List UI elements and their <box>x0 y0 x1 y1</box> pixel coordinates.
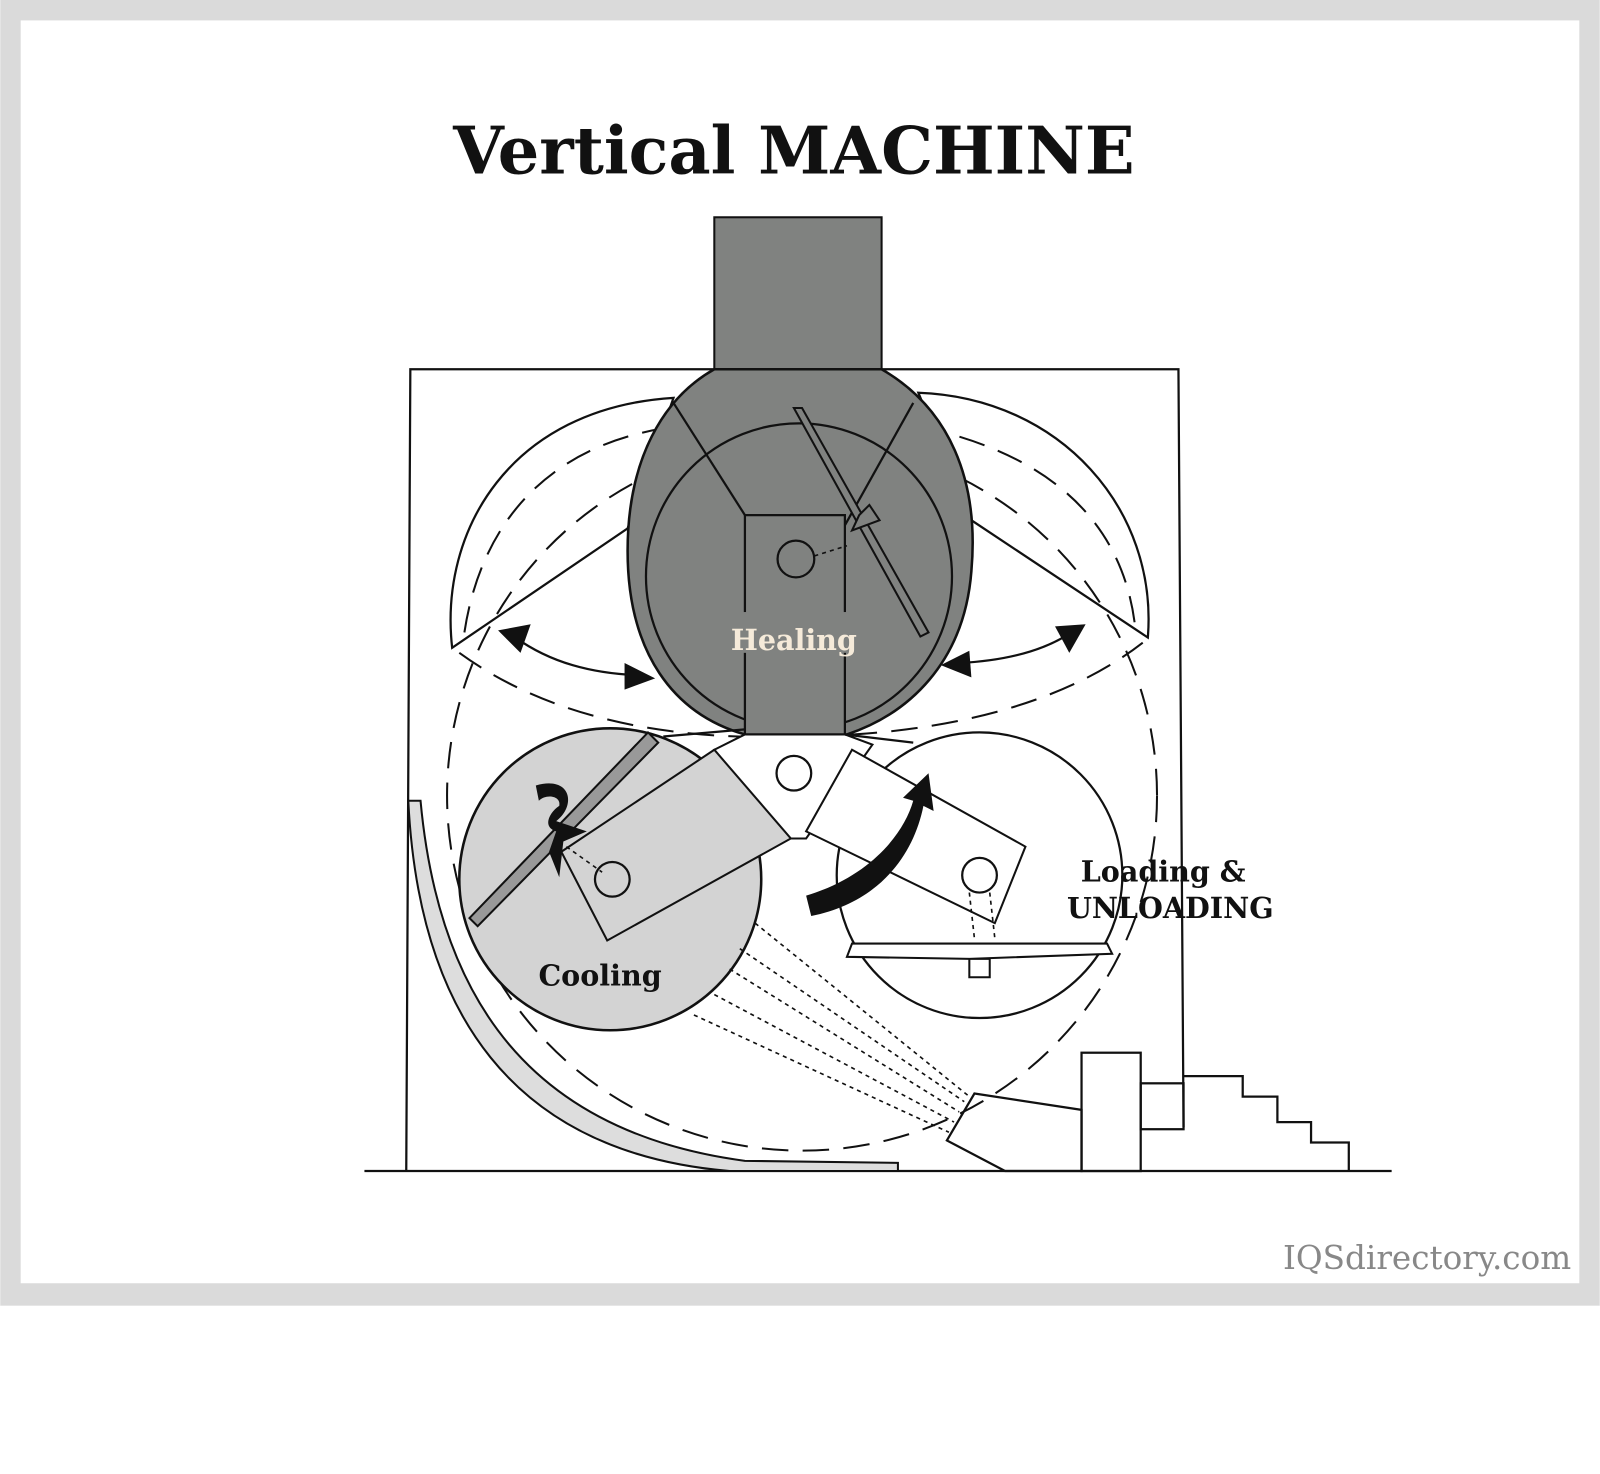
loading-station: Loading & UNLOADING <box>804 731 1274 1020</box>
cooling-station: Cooling <box>458 727 793 1032</box>
rotation-arrow-icon <box>806 773 934 917</box>
cooling-rotation-arrow-icon <box>535 783 587 878</box>
left-arm <box>449 396 676 650</box>
heating-label: Healing <box>731 623 857 657</box>
loading-label-line1: Loading & <box>1081 854 1246 888</box>
heating-station: Healing <box>626 216 974 736</box>
right-arm <box>916 391 1150 640</box>
sensor-beams <box>693 922 970 1134</box>
cooling-label: Cooling <box>538 958 661 992</box>
rotation-path-dashed <box>446 439 1159 1152</box>
right-double-arrow-icon <box>940 624 1086 678</box>
loading-platform <box>1080 1051 1350 1173</box>
loading-label-line2: UNLOADING <box>1067 891 1274 925</box>
heating-lower-dashed-arc <box>458 641 1144 739</box>
watermark: IQSdirectory.com <box>1283 1239 1571 1277</box>
left-double-arrow-icon <box>498 624 656 690</box>
conveyor-chute <box>945 1092 1083 1173</box>
hopper <box>713 216 883 371</box>
discharge-chute <box>407 799 899 1173</box>
diagram-title: Vertical MACHINE <box>452 113 1134 189</box>
